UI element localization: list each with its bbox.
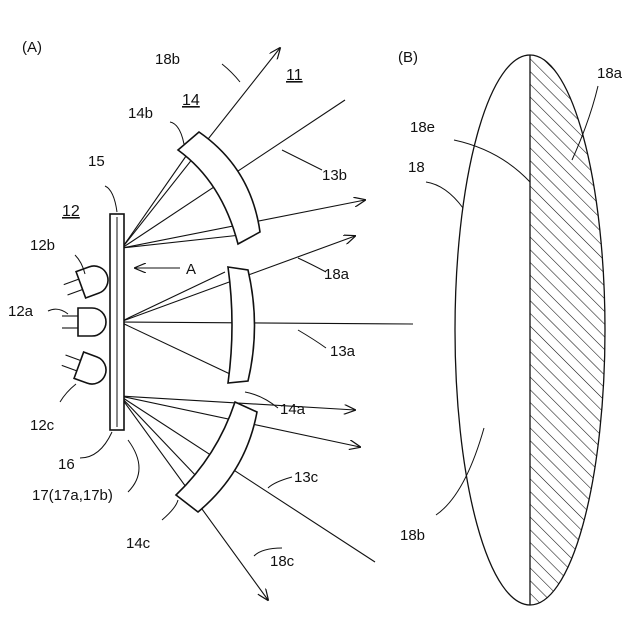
led-12b [61,262,112,303]
ray-mid-up [120,272,225,322]
panel-a-label: (A) [22,39,42,56]
ray-mid-down [120,322,230,374]
label-18e: 18e [410,119,435,136]
label-18a-panel-a: 18a [324,266,350,283]
panel-b: (B) 18a 18e 18 18b [398,49,623,610]
led-12a [62,308,106,336]
hatched-region-18a [530,50,610,610]
panel-a: (A) 18b 11 14 14b 13b 15 12 12b A 18a 12… [8,39,413,600]
label-14a: 14a [280,401,306,418]
label-18b-panel-b: 18b [400,527,425,544]
label-13b: 13b [322,167,347,184]
label-14b: 14b [128,105,153,122]
label-13a: 13a [330,343,356,360]
label-18c: 18c [270,553,295,570]
ray-13a [120,322,413,324]
label-18a-panel-b: 18a [597,65,623,82]
ray-upper-low [122,234,250,248]
label-12c: 12c [30,417,55,434]
label-14c: 14c [126,535,151,552]
ray-lower-to-lens [120,396,198,478]
label-13c: 13c [294,469,319,486]
label-17: 17(17a,17b) [32,487,113,504]
led-12c [59,347,110,388]
label-18b: 18b [155,51,180,68]
label-11: 11 [286,67,303,84]
label-12a: 12a [8,303,34,320]
light-rays [120,48,413,600]
lens-14c [176,402,257,512]
label-14: 14 [182,92,200,109]
label-a-arrow: A [186,261,196,278]
label-15: 15 [88,153,105,170]
label-18: 18 [408,159,425,176]
panel-b-label: (B) [398,49,418,66]
label-16: 16 [58,456,75,473]
lens-14a [228,267,255,383]
label-12b: 12b [30,237,55,254]
lens-14b [178,132,260,244]
label-12: 12 [62,203,80,220]
